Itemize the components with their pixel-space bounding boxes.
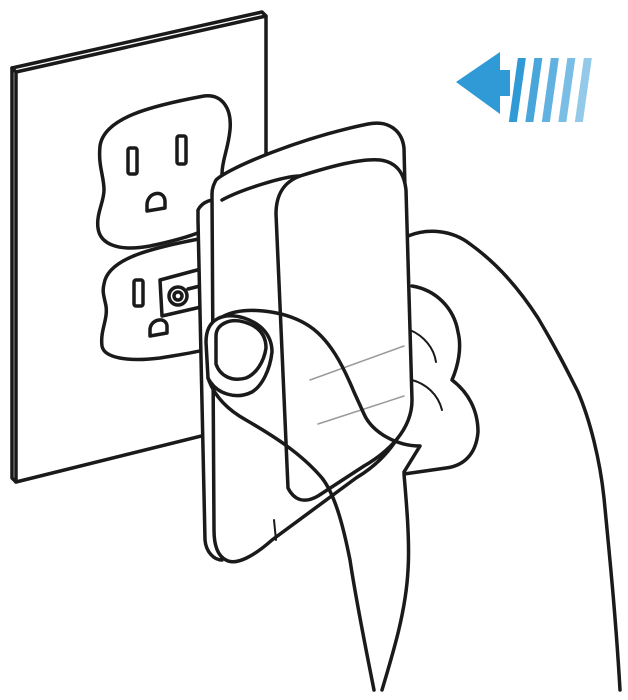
motion-line (542, 58, 559, 122)
outlet-upper-slot-right (177, 136, 186, 164)
motion-line (558, 58, 575, 122)
motion-line (525, 58, 542, 122)
motion-lines (509, 58, 592, 122)
outlet-upper-slot-left (128, 148, 137, 174)
push-direction-indicator (456, 52, 592, 122)
motion-line (575, 58, 592, 122)
outlet-lower-ground-hole (150, 320, 167, 336)
motion-line (509, 58, 526, 122)
outlet-upper-ground-hole (147, 193, 165, 211)
outlet-lower-slot-left (134, 280, 143, 306)
arrow-left-icon (456, 52, 510, 114)
